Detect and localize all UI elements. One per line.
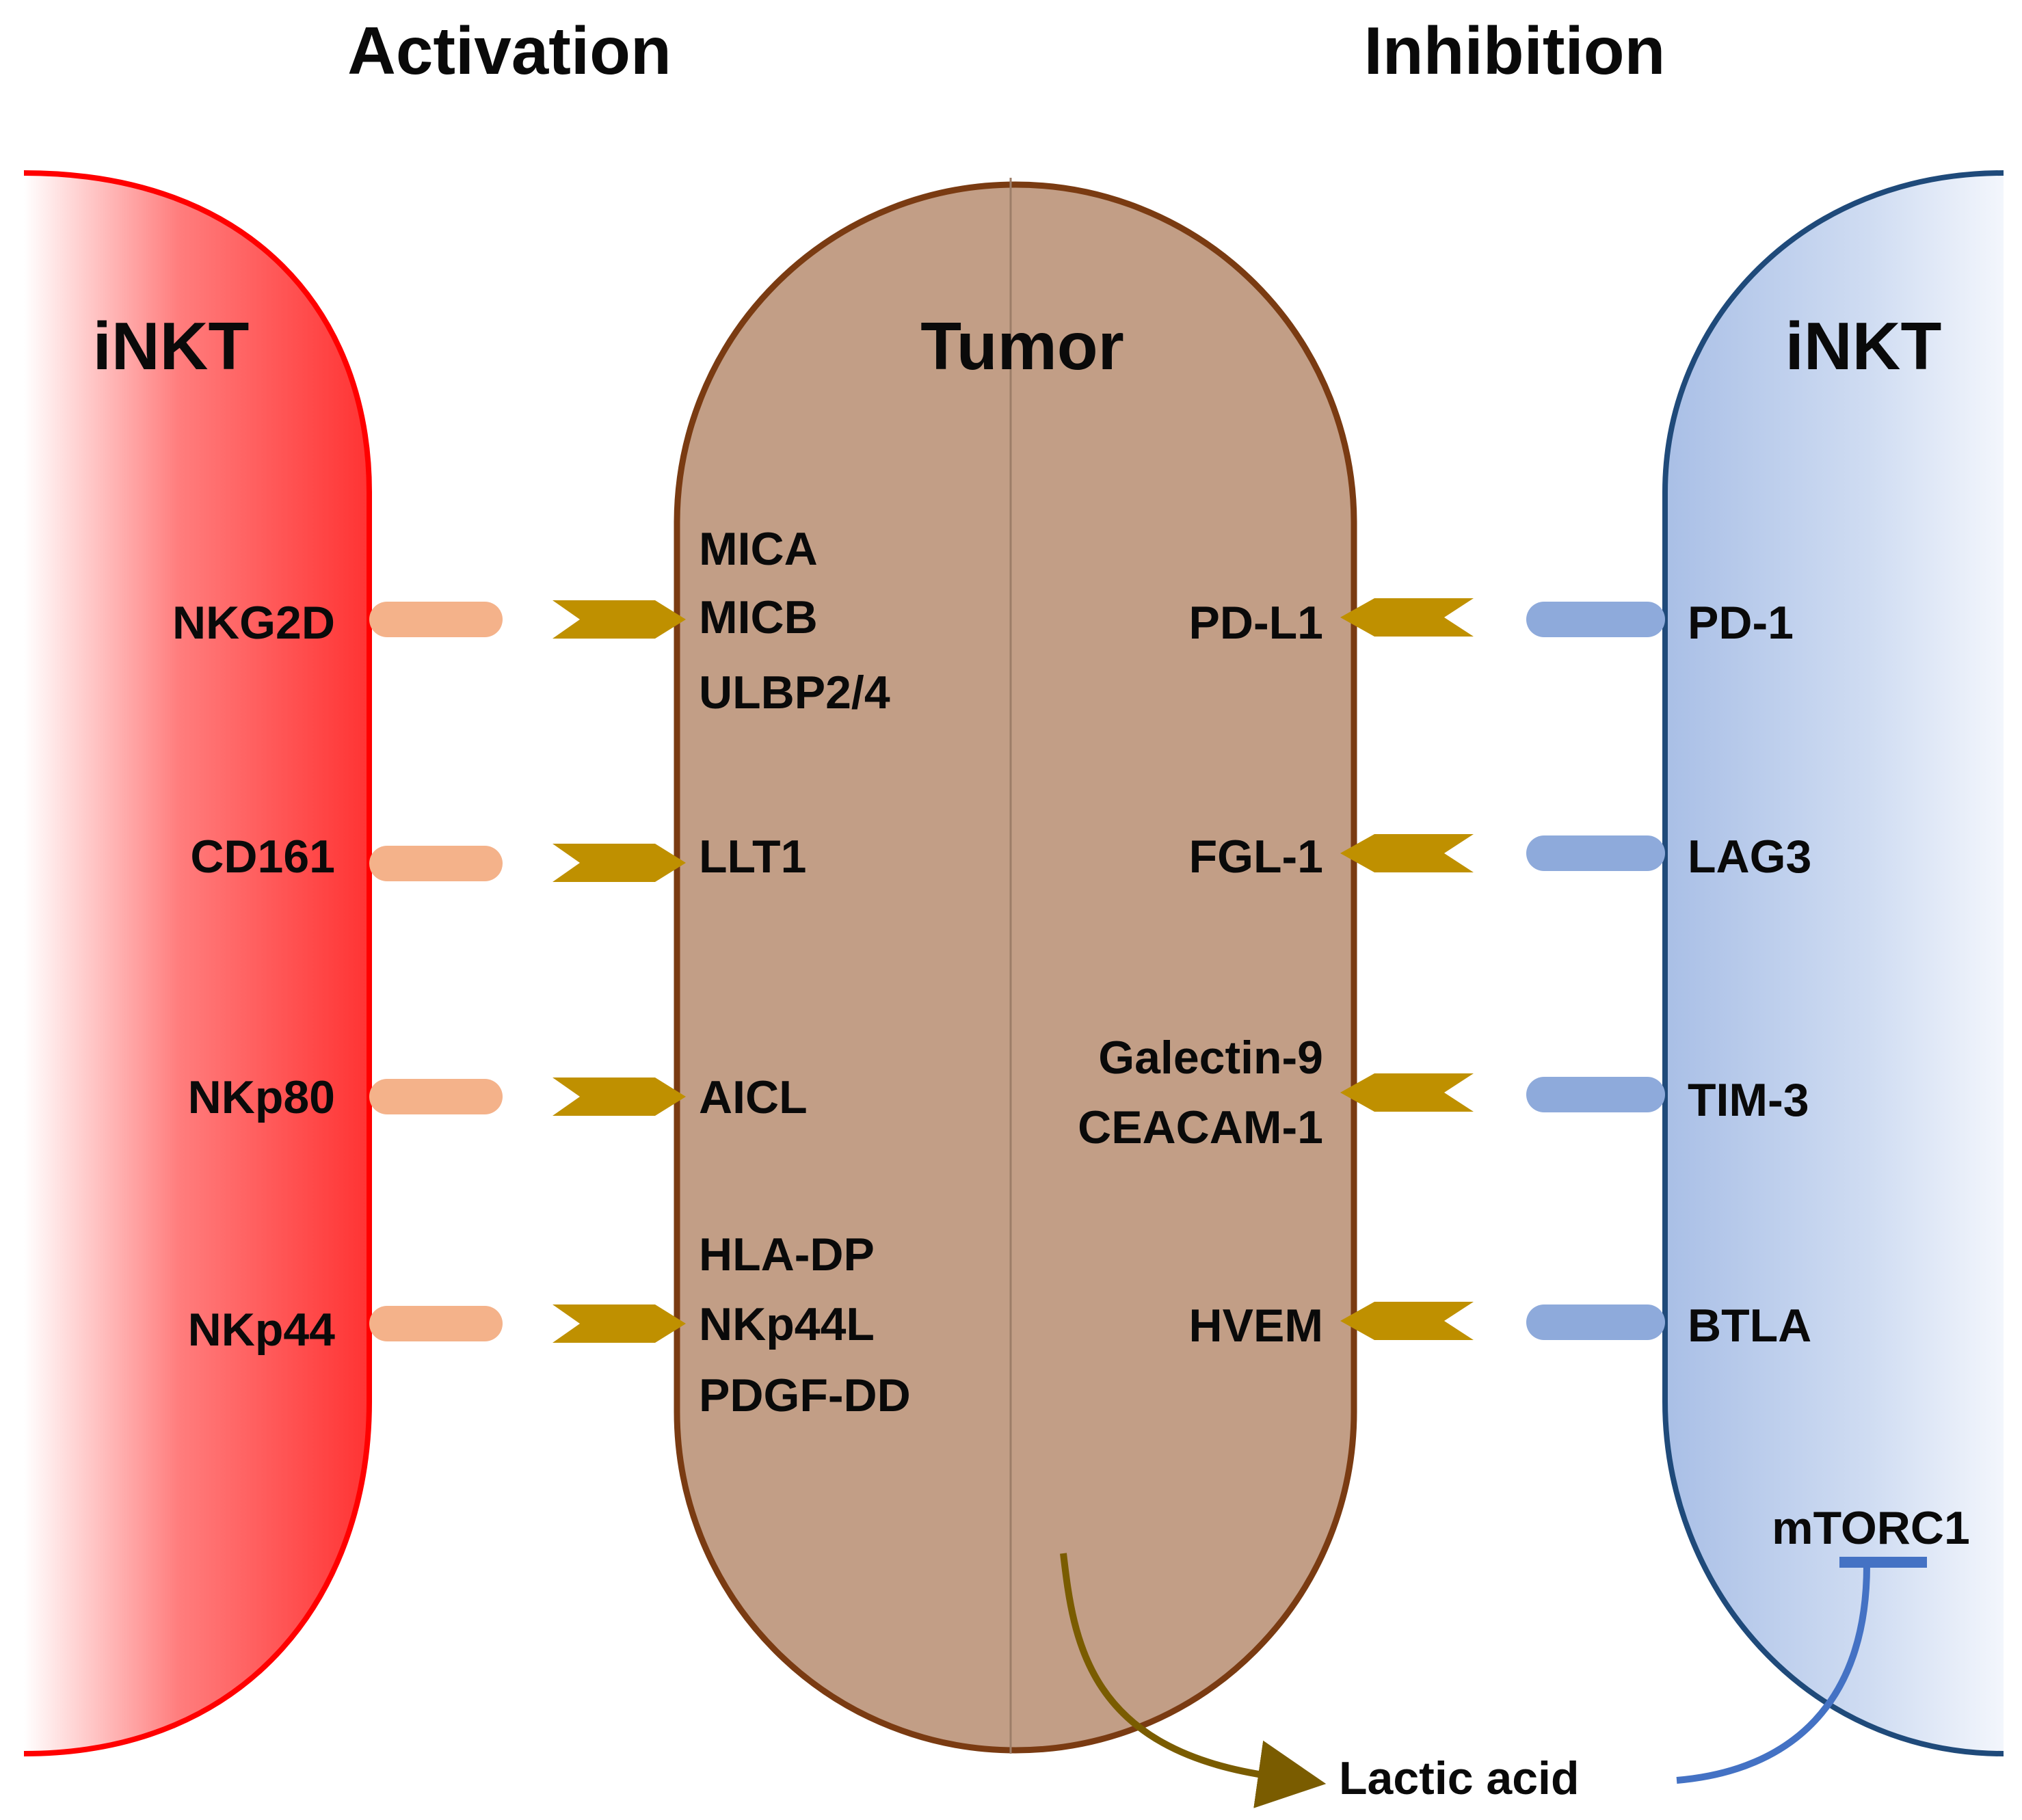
ligand-hvem: HVEM <box>1189 1300 1323 1352</box>
mtorc1-label: mTORC1 <box>1772 1502 1970 1554</box>
right-inkt-membrane <box>1662 170 2004 1756</box>
inhibitory-receptor-btla <box>1526 1304 1665 1340</box>
left-inkt-cell <box>24 173 369 1754</box>
ligand-arrow-hvem <box>1340 1302 1474 1340</box>
receptor-pd-1: PD-1 <box>1688 597 1794 649</box>
ligand-arrow-tim-3 <box>1340 1073 1474 1112</box>
activating-receptor-nkp44 <box>369 1306 503 1341</box>
left-inkt-label: iNKT <box>93 308 250 384</box>
ligand-galectin-9: Galectin-9 <box>1098 1032 1323 1084</box>
receptor-nkp80: NKp80 <box>188 1071 335 1123</box>
inhibitory-receptor-pd-1 <box>1526 602 1665 637</box>
tumor-label: Tumor <box>920 308 1124 384</box>
lactate-secretion-arrow <box>1060 1553 1327 1808</box>
ligand-ceacam-1: CEACAM-1 <box>1078 1101 1323 1153</box>
ligand-arrow-fgl-1 <box>1340 834 1474 872</box>
receptor-btla: BTLA <box>1688 1300 1811 1352</box>
ligand-arrow-nkp80 <box>553 1078 686 1116</box>
activating-receptor-cd161 <box>369 846 503 881</box>
ligand-fgl-1: FGL-1 <box>1189 831 1323 883</box>
activating-receptor-nkg2d <box>369 602 503 637</box>
receptor-tim-3: TIM-3 <box>1688 1074 1809 1126</box>
ligand-nkp44l: NKp44L <box>699 1298 875 1350</box>
ligand-arrow-nkp44 <box>553 1304 686 1343</box>
right-inkt-cell <box>1665 173 2004 1754</box>
ligand-arrow-nkg2d <box>553 600 686 639</box>
receptor-nkp44: NKp44 <box>188 1304 336 1356</box>
right-inkt-label: iNKT <box>1785 308 1942 384</box>
receptor-lag3: LAG3 <box>1688 831 1811 883</box>
ligand-arrow-pd-l1 <box>1340 598 1474 637</box>
activation-header: Activation <box>347 13 671 88</box>
inhibitory-receptor-tim-3 <box>1526 1077 1665 1112</box>
ligand-arrow-cd161 <box>553 844 686 882</box>
ligand-aicl: AICL <box>699 1071 808 1123</box>
inhibition-header: Inhibition <box>1364 13 1666 88</box>
lactic-acid-label: Lactic acid <box>1339 1752 1580 1804</box>
tumor-cell <box>674 181 1357 1754</box>
ligand-pd-l1: PD-L1 <box>1189 597 1323 649</box>
left-inkt-membrane <box>23 170 372 1756</box>
inhibitory-receptor-lag3 <box>1526 835 1665 871</box>
receptor-nkg2d: NKG2D <box>172 597 335 649</box>
ligand-llt1: LLT1 <box>699 831 806 883</box>
mtorc1-inhibition-line <box>1676 1565 1870 1784</box>
ligand-ulbp24: ULBP2/4 <box>699 667 890 719</box>
activating-receptor-nkp80 <box>369 1079 503 1114</box>
ligand-pdgf-dd: PDGF-DD <box>699 1369 911 1421</box>
ligand-hla-dp: HLA-DP <box>699 1229 875 1281</box>
receptor-cd161: CD161 <box>190 831 335 883</box>
ligand-mica: MICA <box>699 523 818 575</box>
ligand-micb: MICB <box>699 591 818 643</box>
